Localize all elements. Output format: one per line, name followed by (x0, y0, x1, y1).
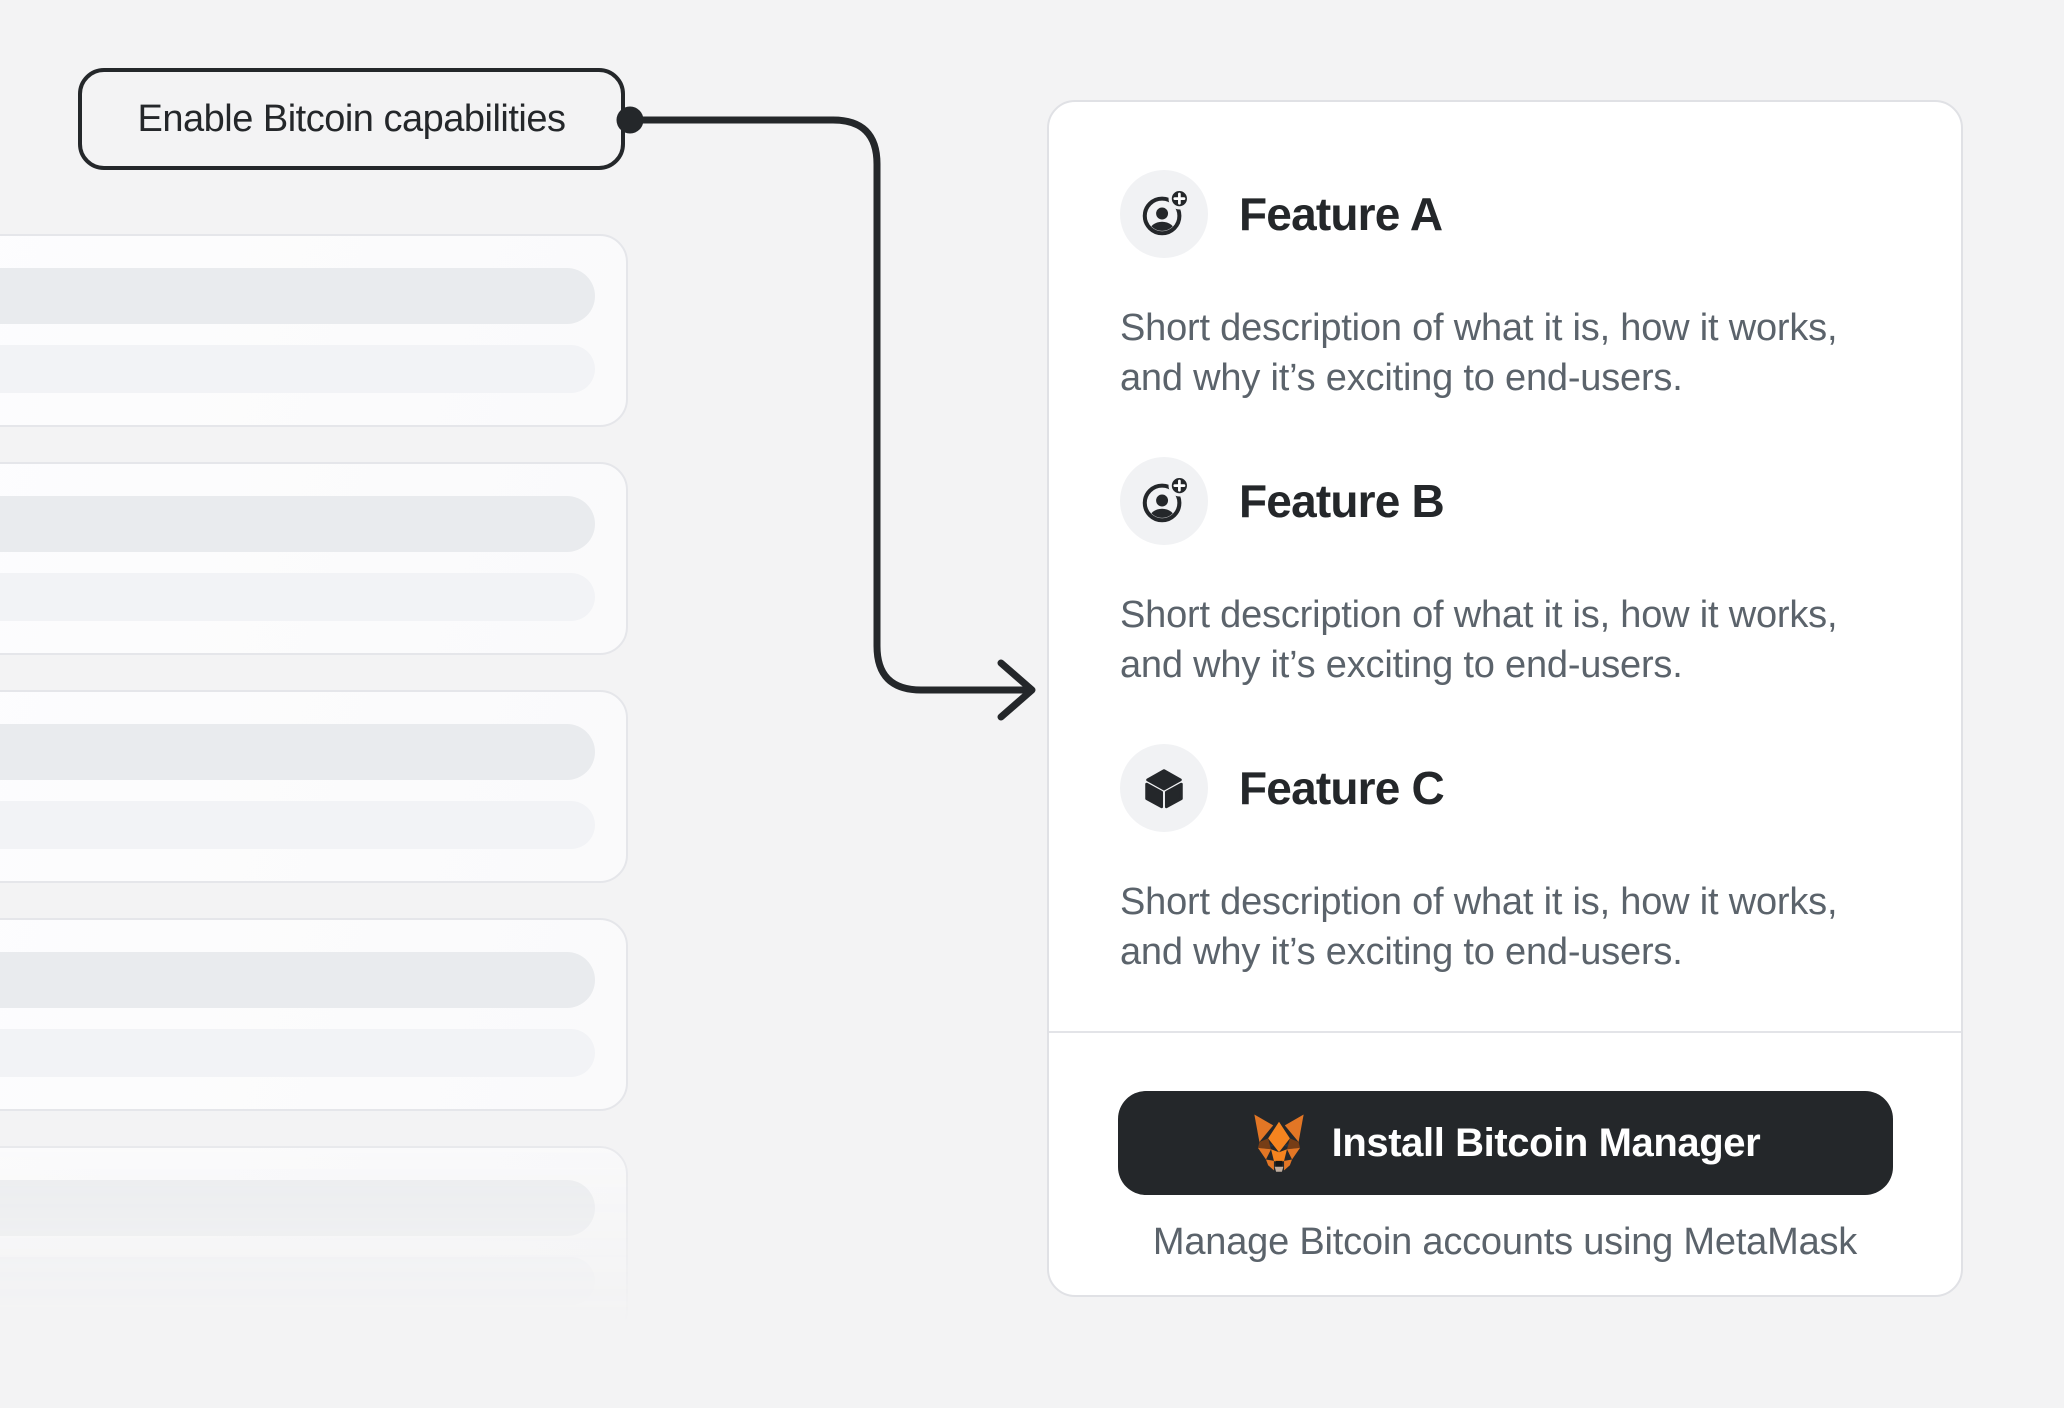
skeleton-bar (0, 268, 595, 324)
skeleton-bar (0, 496, 595, 552)
skeleton-card (0, 234, 628, 427)
skeleton-bar (0, 801, 595, 849)
callout-label: Enable Bitcoin capabilities (78, 68, 625, 170)
install-button-label: Install Bitcoin Manager (1331, 1120, 1761, 1165)
skeleton-bar (0, 952, 595, 1008)
feature-row: Feature C (1120, 744, 1890, 832)
feature-card: Feature A Short description of what it i… (1047, 100, 1963, 1297)
skeleton-bar (0, 1257, 595, 1305)
feature-title: Feature B (1239, 475, 1445, 527)
skeleton-bar (0, 1029, 595, 1077)
panel-footer: Install Bitcoin Manager Manage Bitcoin a… (1049, 1091, 1961, 1264)
feature-description: Short description of what it is, how it … (1120, 881, 1838, 973)
cube-icon (1120, 744, 1208, 832)
skeleton-bar (0, 1180, 595, 1236)
user-add-icon (1120, 170, 1208, 258)
skeleton-bar (0, 724, 595, 780)
feature-description: Short description of what it is, how it … (1120, 594, 1838, 686)
feature-row: Feature B (1120, 457, 1890, 545)
skeleton-card (0, 690, 628, 883)
skeleton-bar (0, 345, 595, 393)
user-add-icon (1120, 457, 1208, 545)
feature-row: Feature A (1120, 170, 1890, 258)
skeleton-card (0, 462, 628, 655)
skeleton-card (0, 918, 628, 1111)
skeleton-bar (0, 573, 595, 621)
metamask-fox-icon (1250, 1113, 1308, 1174)
panel-divider (1049, 1031, 1961, 1033)
callout-label-text: Enable Bitcoin capabilities (137, 97, 567, 140)
panel-caption: Manage Bitcoin accounts using MetaMask (1152, 1221, 1858, 1263)
feature-list: Feature A Short description of what it i… (1049, 102, 1961, 977)
feature-title: Feature A (1239, 188, 1443, 240)
feature-title: Feature C (1239, 762, 1445, 814)
install-bitcoin-manager-button[interactable]: Install Bitcoin Manager (1117, 1091, 1893, 1195)
feature-description: Short description of what it is, how it … (1120, 307, 1838, 399)
skeleton-card (0, 1146, 628, 1339)
